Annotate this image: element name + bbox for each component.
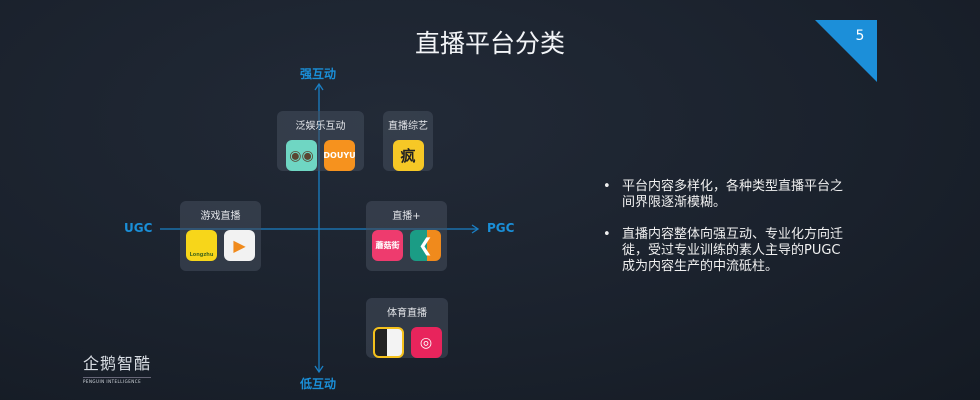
category-label: 体育直播 bbox=[387, 308, 427, 319]
category-game: 游戏直播 Longzhu ▶ bbox=[180, 201, 261, 271]
owl-app-icon: ◉◉ bbox=[286, 140, 317, 171]
douyu-app-icon: DOUYU bbox=[323, 140, 356, 171]
axis-label-left: UGC bbox=[124, 221, 153, 235]
axis-label-bottom: 低互动 bbox=[300, 377, 337, 391]
bullet-text: 平台内容多样化，各种类型直播平台之间界限逐渐模糊。 bbox=[622, 179, 844, 210]
mogujie-app-icon: 蘑菇街 bbox=[372, 230, 403, 261]
category-label: 直播综艺 bbox=[388, 121, 428, 132]
longzhu-app-icon: Longzhu bbox=[186, 230, 217, 261]
bullet-list: •平台内容多样化，各种类型直播平台之间界限逐渐模糊。 •直播内容整体向强互动、专… bbox=[603, 179, 843, 291]
category-live-plus: 直播+ 蘑菇街 ❮ bbox=[366, 201, 447, 271]
kaola-app-icon: ❮ bbox=[410, 230, 441, 261]
bullet-item: •直播内容整体向强互动、专业化方向迁徙，受过专业训练的素人主导的PUGC成为内容… bbox=[603, 227, 844, 274]
category-label: 直播+ bbox=[392, 211, 421, 222]
live-app-icon: ◎ bbox=[410, 327, 442, 358]
penguin-app-icon bbox=[372, 327, 404, 358]
slide-title: 直播平台分类 bbox=[414, 29, 565, 58]
category-variety: 直播综艺 疯 bbox=[383, 111, 433, 171]
category-label: 泛娱乐互动 bbox=[295, 121, 346, 132]
logo: 企鹅智酷 PENGUIN INTELLIGENCE bbox=[83, 350, 152, 384]
category-sports: 体育直播 ◎ bbox=[366, 298, 448, 358]
page-number: 5 bbox=[855, 28, 865, 44]
axis-label-top: 强互动 bbox=[300, 67, 337, 81]
category-label: 游戏直播 bbox=[200, 211, 241, 222]
bullet-text: 直播内容整体向强互动、专业化方向迁徙，受过专业训练的素人主导的PUGC成为内容生… bbox=[622, 227, 844, 274]
huya-app-icon: ▶ bbox=[224, 230, 255, 261]
category-entertainment: 泛娱乐互动 ◉◉ DOUYU bbox=[277, 111, 364, 171]
axis-label-right: PGC bbox=[487, 221, 515, 235]
corner-triangle bbox=[815, 20, 877, 82]
logo-name: 企鹅智酷 bbox=[83, 354, 152, 373]
logo-subtitle: PENGUIN INTELLIGENCE bbox=[83, 377, 152, 384]
bullet-item: •平台内容多样化，各种类型直播平台之间界限逐渐模糊。 bbox=[603, 179, 844, 210]
feng-app-icon: 疯 bbox=[392, 140, 424, 171]
